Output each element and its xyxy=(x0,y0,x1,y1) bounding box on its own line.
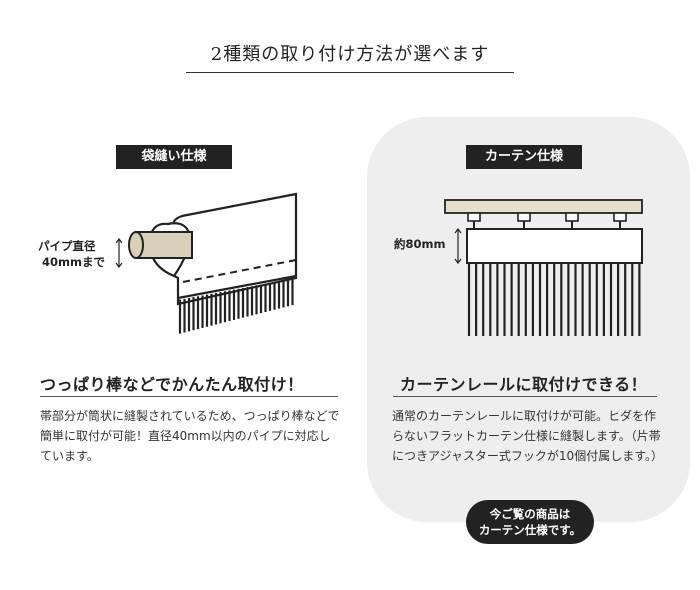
curtain-pleats xyxy=(467,263,641,336)
pipe-diameter-value: 40mmまで xyxy=(42,255,105,269)
curtain-spec-description: 通常のカーテンレールに取付けが可能。ヒダを作らないフラットカーテン仕様に縫製しま… xyxy=(392,409,663,463)
pocket-sewn-title: つっぱり棒などでかんたん取付け！ xyxy=(40,375,304,394)
runner-icon xyxy=(613,212,627,222)
badge-line-1: 今ご覧の商品は xyxy=(489,507,571,521)
curtain-rail xyxy=(444,199,643,214)
badge-line-2: カーテン仕様です。 xyxy=(478,523,582,537)
curtain-header xyxy=(466,228,643,264)
rail-hooks xyxy=(467,212,627,229)
curtain-spec-card xyxy=(367,117,690,522)
tag-curtain: カーテン仕様 xyxy=(466,145,582,169)
pipe-diameter-label: パイプ直径 xyxy=(38,239,96,253)
pipe xyxy=(135,231,193,259)
curtain-spec-title: カーテンレールに取付けできる！ xyxy=(400,375,648,394)
hem-line xyxy=(177,274,297,300)
heading-underline xyxy=(186,72,514,73)
runner-icon xyxy=(467,212,481,222)
tag-pocket-sewn: 袋縫い仕様 xyxy=(116,145,232,169)
pipe-diameter-arrow xyxy=(115,238,123,268)
page-heading: 2種類の取り付け方法が選べます xyxy=(210,44,490,65)
pocket-sewn-description: 帯部分が筒状に縫製されているため、つっぱり棒などで簡単に取付が可能！直径40mm… xyxy=(40,409,340,463)
runner-icon xyxy=(565,212,579,222)
header-height-label: 約80mm xyxy=(394,237,445,251)
pocket-sewn-illustration: パイプ直径 40mmまで xyxy=(38,192,298,334)
pocket-sewn-rule xyxy=(40,396,338,397)
runner-icon xyxy=(517,212,531,222)
pipe-end xyxy=(128,231,144,259)
current-product-badge: 今ご覧の商品は カーテン仕様です。 xyxy=(466,500,594,544)
fringe xyxy=(178,278,294,334)
header-height-arrow xyxy=(454,228,462,264)
curtain-spec-illustration: 約80mm xyxy=(394,199,643,336)
curtain-spec-rule xyxy=(393,396,657,397)
